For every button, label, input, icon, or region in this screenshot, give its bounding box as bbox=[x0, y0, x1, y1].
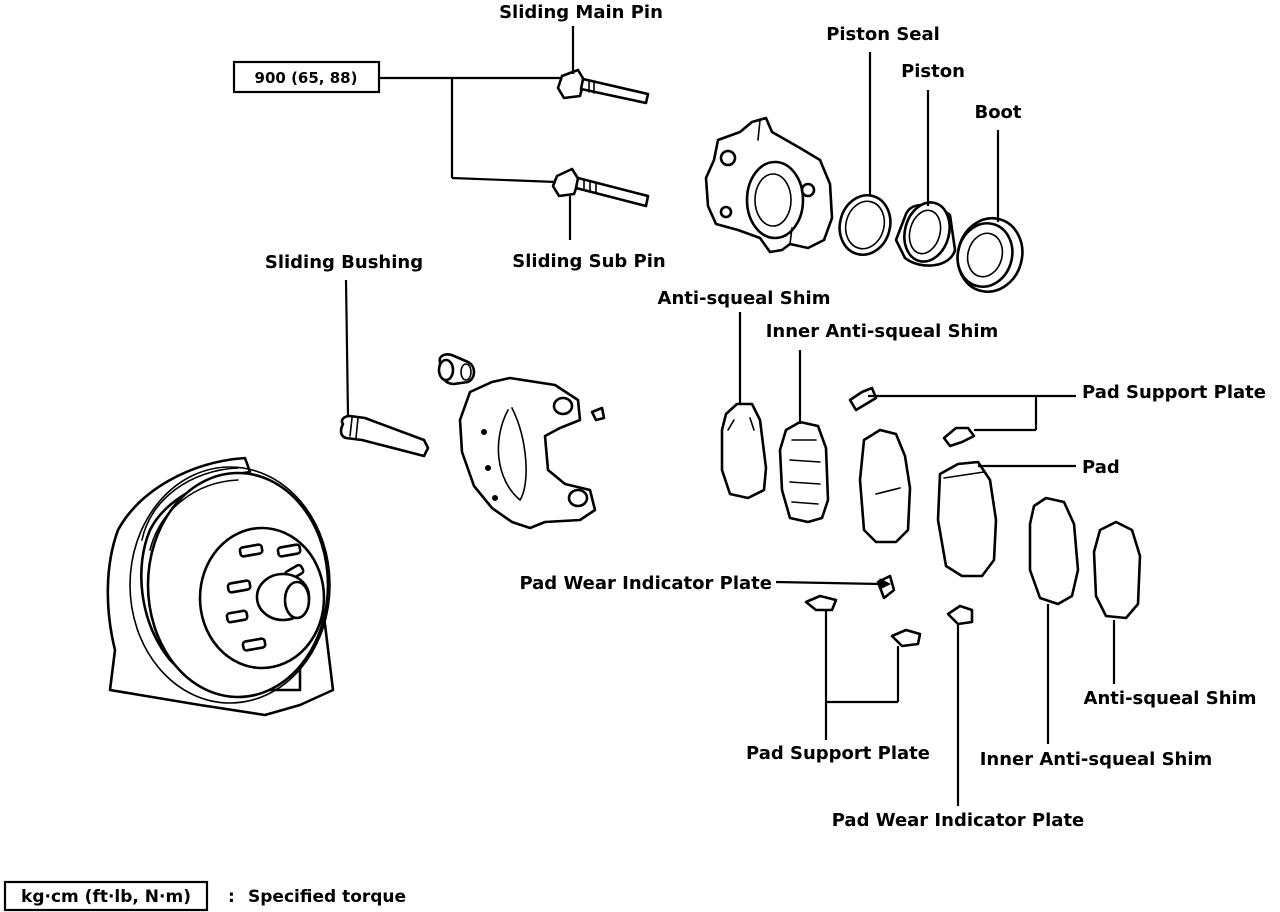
disc-rotor-assembly bbox=[106, 456, 335, 717]
piston-seal bbox=[838, 194, 892, 256]
boot bbox=[956, 217, 1024, 293]
anti-squeal-shim-outer bbox=[720, 402, 768, 500]
small-clip bbox=[590, 406, 606, 422]
label-inner-anti-squeal-shim-top: Inner Anti-squeal Shim bbox=[766, 321, 999, 342]
torque-spec-box: 900 (65, 88) bbox=[232, 60, 381, 94]
small-bushing bbox=[437, 353, 476, 386]
pad-support-plate-upper-1 bbox=[848, 386, 878, 412]
label-boot: Boot bbox=[974, 102, 1021, 123]
sliding-sub-pin bbox=[551, 167, 650, 208]
sliding-bushing bbox=[339, 414, 430, 458]
pad-support-plate-lower-1 bbox=[804, 594, 838, 612]
dust-shield bbox=[106, 456, 335, 717]
leader-lines bbox=[344, 26, 1116, 806]
sliding-main-pin bbox=[556, 68, 650, 105]
pad-outer bbox=[858, 428, 912, 544]
inner-anti-squeal-shim-inner bbox=[1028, 496, 1080, 606]
legend: kg·cm (ft·lb, N·m) : Specified torque bbox=[3, 880, 406, 912]
pad-inner bbox=[936, 460, 998, 578]
pad-support-plate-lower-2 bbox=[890, 628, 922, 648]
label-piston: Piston bbox=[901, 61, 965, 82]
label-sliding-sub-pin: Sliding Sub Pin bbox=[512, 251, 665, 272]
label-pad-wear-indicator-plate-left: Pad Wear Indicator Plate bbox=[519, 573, 772, 594]
label-sliding-main-pin: Sliding Main Pin bbox=[499, 2, 663, 23]
legend-separator: : bbox=[228, 887, 235, 907]
inner-anti-squeal-shim-outer bbox=[778, 420, 830, 524]
pad-support-plate-upper-2 bbox=[942, 426, 976, 448]
legend-unit-box: kg·cm (ft·lb, N·m) bbox=[21, 887, 191, 907]
legend-description: Specified torque bbox=[248, 887, 406, 907]
label-anti-squeal-shim-top: Anti-squeal Shim bbox=[658, 288, 831, 309]
label-piston-seal: Piston Seal bbox=[826, 24, 940, 45]
anti-squeal-shim-inner bbox=[1092, 520, 1142, 620]
torque-spec-value: 900 (65, 88) bbox=[255, 69, 358, 87]
caliper-cylinder bbox=[704, 116, 834, 254]
label-pad-wear-indicator-plate-bottom: Pad Wear Indicator Plate bbox=[832, 810, 1085, 831]
label-inner-anti-squeal-shim-bottom: Inner Anti-squeal Shim bbox=[980, 749, 1213, 770]
torque-plate bbox=[458, 376, 597, 530]
pad-wear-indicator-plate-2 bbox=[946, 604, 974, 626]
label-pad: Pad bbox=[1082, 457, 1120, 478]
label-pad-support-plate-right: Pad Support Plate bbox=[1082, 382, 1266, 403]
label-sliding-bushing: Sliding Bushing bbox=[265, 252, 423, 273]
piston bbox=[894, 201, 957, 267]
label-pad-support-plate-bottom: Pad Support Plate bbox=[746, 743, 930, 764]
label-anti-squeal-shim-right: Anti-squeal Shim bbox=[1084, 688, 1257, 709]
